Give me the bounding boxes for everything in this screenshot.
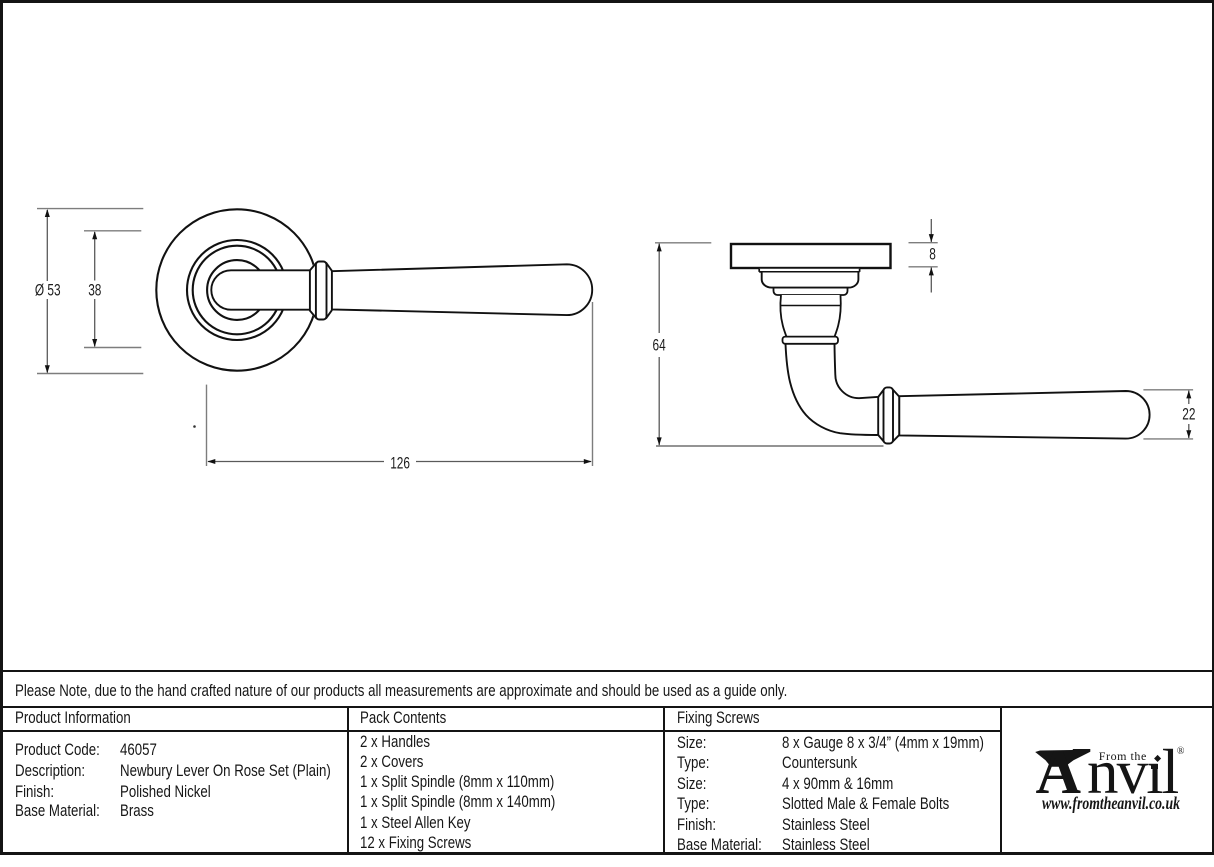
svg-text:64: 64	[653, 337, 666, 355]
svg-text:Ø 53: Ø 53	[35, 282, 61, 300]
svg-text:126: 126	[390, 455, 410, 473]
svg-text:22: 22	[1182, 406, 1195, 424]
svg-text:8: 8	[929, 246, 936, 264]
svg-text:38: 38	[88, 282, 101, 300]
